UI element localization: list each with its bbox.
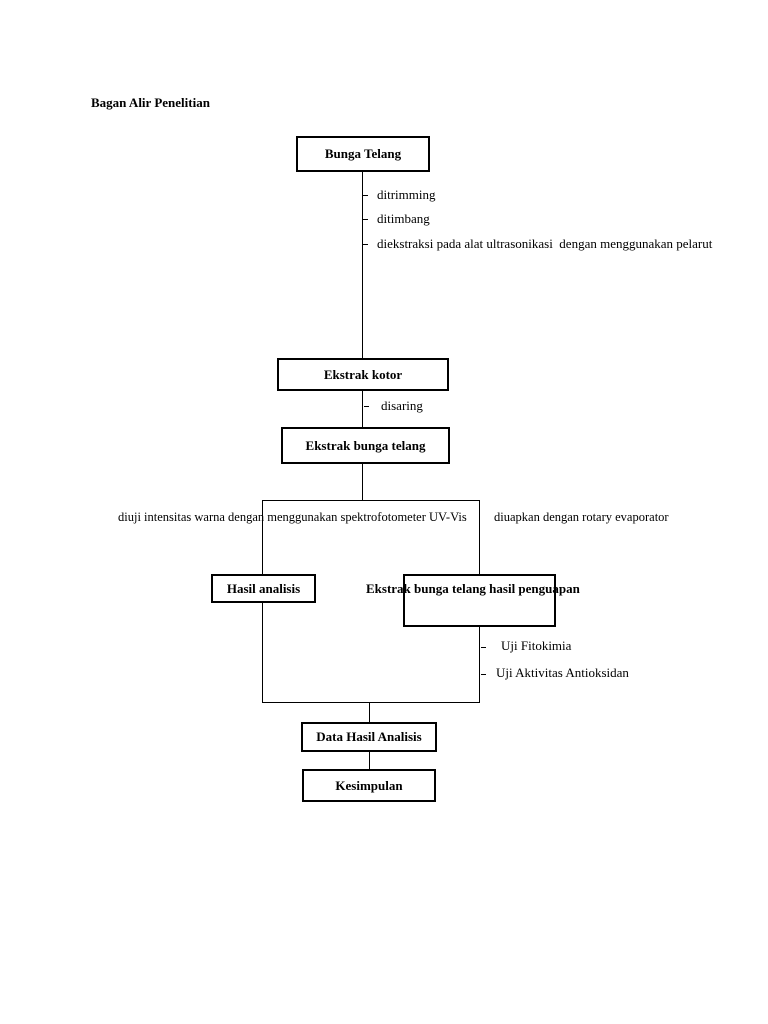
connector-bunga-to-kotor [362,171,363,359]
node-hasil-analisis: Hasil analisis [211,574,316,603]
step-uji-fitokimia: Uji Fitokimia [501,638,572,653]
bullet-dash [363,195,368,196]
right-branch-label: diuapkan dengan rotary evaporator [494,510,669,524]
step-disaring: disaring [381,398,423,413]
connector-data-to-kesimpulan [369,751,370,770]
node-data-hasil-analisis: Data Hasil Analisis [301,722,437,752]
node-bunga-telang: Bunga Telang [296,136,430,172]
step-uji-antioksidan: Uji Aktivitas Antioksidan [496,665,629,680]
connector-kotor-to-ekstrak [362,390,363,428]
node-ekstrak-bunga-telang: Ekstrak bunga telang [281,427,450,464]
step-ditrimming: ditrimming [377,187,436,202]
node-ekstrak-kotor: Ekstrak kotor [277,358,449,391]
bullet-dash [481,674,486,675]
branch-bottom-line [262,702,480,703]
step-diekstraksi: diekstraksi pada alat ultrasonikasi deng… [377,236,713,251]
node-kesimpulan: Kesimpulan [302,769,436,802]
bullet-dash [364,406,369,407]
node-ekstrak-hasil-penguapan-label: Ekstrak bunga telang hasil penguapan [366,581,580,596]
bullet-dash [363,244,368,245]
node-ekstrak-hasil-penguapan-box [403,574,556,627]
left-branch-label: diuji intensitas warna dengan menggunaka… [118,510,467,524]
connector-ekstrak-to-branch [362,463,363,500]
bullet-dash [363,219,368,220]
bullet-dash [481,647,486,648]
page-title: Bagan Alir Penelitian [91,95,210,110]
connector-branch-to-data [369,702,370,724]
step-ditimbang: ditimbang [377,211,430,226]
branch-top-line [262,500,480,501]
